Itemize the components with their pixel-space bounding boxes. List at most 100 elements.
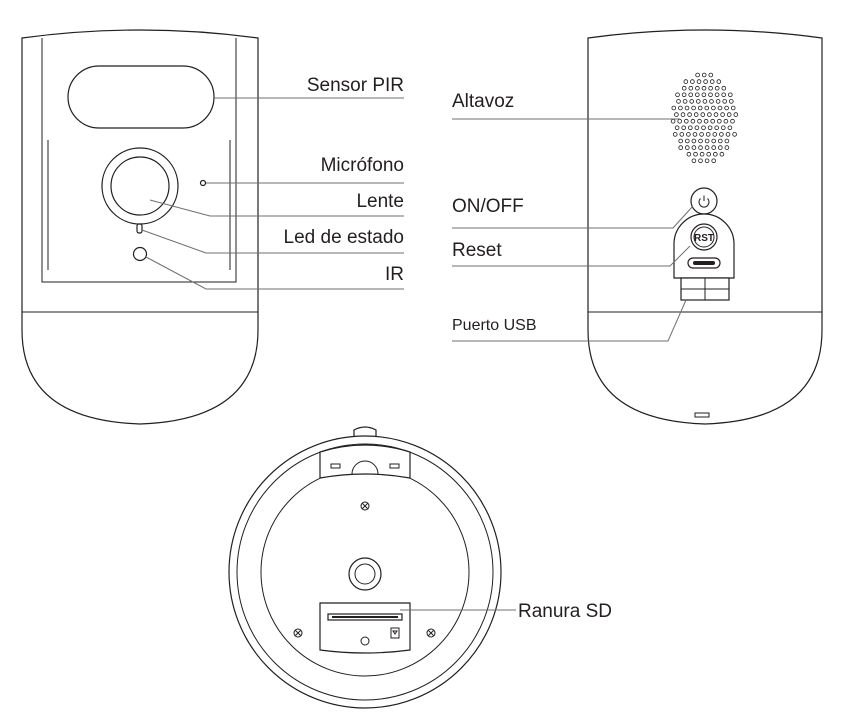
speaker-hole: [671, 105, 677, 111]
speaker-hole: [725, 132, 731, 137]
label-speaker: Altavoz: [452, 91, 514, 112]
speaker-hole: [705, 132, 711, 137]
speaker-hole: [684, 105, 690, 111]
screw-right: [426, 628, 436, 638]
speaker-hole: [703, 79, 708, 84]
speaker-hole: [708, 92, 713, 98]
status-led: [136, 223, 143, 234]
speaker-hole: [678, 145, 683, 150]
back-view: RST Altavoz ON/OFF Reset Puerto USB: [452, 29, 823, 425]
sd-card-slot-opening: [332, 616, 398, 618]
speaker-hole: [717, 145, 723, 150]
tripod-mount-outer: [348, 557, 382, 591]
speaker-hole: [701, 125, 706, 131]
speaker-hole: [709, 99, 714, 104]
usb-port-slot: [693, 261, 715, 265]
screw-top: [360, 501, 370, 511]
speaker-hole: [704, 145, 710, 150]
speaker-hole: [678, 138, 683, 144]
speaker-hole: [714, 92, 720, 98]
speaker-hole: [698, 145, 703, 150]
speaker-hole: [704, 138, 710, 144]
speaker-hole: [689, 99, 694, 104]
leader-reset: [452, 245, 691, 267]
speaker-hole: [684, 145, 690, 150]
speaker-hole: [707, 112, 712, 117]
speaker-hole: [675, 92, 680, 98]
leader-power: [452, 205, 694, 229]
speaker-hole: [715, 99, 721, 104]
bottom-bracket-slot-right: [389, 463, 400, 469]
speaker-hole: [690, 79, 695, 84]
label-lens: Lente: [356, 191, 404, 212]
bottom-inner-ring: [236, 443, 494, 701]
speaker-hole: [709, 79, 715, 84]
speaker-hole: [723, 118, 729, 124]
label-usb: Puerto USB: [452, 317, 536, 334]
speaker-hole: [693, 112, 699, 117]
speaker-hole: [682, 99, 688, 104]
speaker-hole: [713, 112, 719, 117]
speaker-hole: [691, 138, 697, 144]
speaker-hole: [711, 145, 716, 150]
speaker-hole: [687, 112, 692, 117]
speaker-hole: [714, 85, 720, 91]
speaker-hole: [698, 138, 703, 144]
speaker-hole: [674, 112, 679, 117]
speaker-hole: [690, 118, 696, 124]
speaker-hole: [681, 92, 687, 98]
speaker-hole: [687, 125, 693, 131]
speaker-hole: [710, 118, 715, 124]
label-power: ON/OFF: [452, 196, 524, 217]
label-pir: Sensor PIR: [307, 75, 404, 96]
tripod-mount-inner: [354, 563, 376, 585]
label-ir: IR: [385, 264, 404, 285]
speaker-hole: [697, 105, 703, 111]
leader-led: [141, 229, 404, 254]
reset-button: [690, 223, 718, 251]
speaker-hole: [699, 132, 704, 137]
speaker-hole: [672, 132, 678, 137]
leader-ir: [145, 256, 404, 290]
speaker-hole: [704, 105, 710, 111]
speaker-hole: [683, 79, 689, 84]
speaker-hole: [699, 151, 705, 157]
reset-button-mark: RST: [694, 233, 714, 244]
speaker-hole: [720, 112, 725, 117]
speaker-hole: [702, 99, 708, 104]
speaker-hole: [708, 85, 713, 91]
speaker-hole: [681, 85, 687, 91]
speaker-hole: [679, 132, 685, 137]
speaker-hole: [695, 99, 701, 104]
speaker-hole: [695, 72, 700, 78]
bottom-bracket-slot-left: [330, 463, 341, 469]
speaker-hole: [678, 105, 683, 111]
speaker-hole: [684, 138, 690, 144]
speaker-hole: [714, 125, 719, 131]
speaker-hole: [703, 118, 709, 124]
label-reset: Reset: [452, 240, 502, 261]
speaker-hole: [688, 85, 694, 91]
speaker-hole: [719, 132, 724, 137]
sd-cover-screw: [360, 636, 370, 646]
speaker-hole: [726, 112, 732, 117]
speaker-hole: [721, 92, 726, 98]
ir-sensor: [132, 246, 148, 262]
speaker-hole: [712, 151, 718, 157]
speaker-hole: [730, 118, 735, 124]
speaker-hole: [727, 92, 733, 98]
speaker-hole: [724, 145, 730, 150]
speaker-hole: [707, 125, 713, 131]
speaker-hole: [719, 151, 725, 157]
speaker-hole: [717, 105, 723, 111]
front-face-panel: [41, 38, 237, 283]
bottom-view: Ranura SD: [228, 426, 612, 709]
speaker-hole: [700, 112, 706, 117]
speaker-hole: [681, 125, 686, 131]
speaker-hole: [720, 125, 726, 131]
speaker-hole: [694, 92, 700, 98]
speaker-hole: [716, 79, 722, 84]
speaker-hole: [708, 72, 714, 78]
speaker-grille: [670, 72, 739, 164]
